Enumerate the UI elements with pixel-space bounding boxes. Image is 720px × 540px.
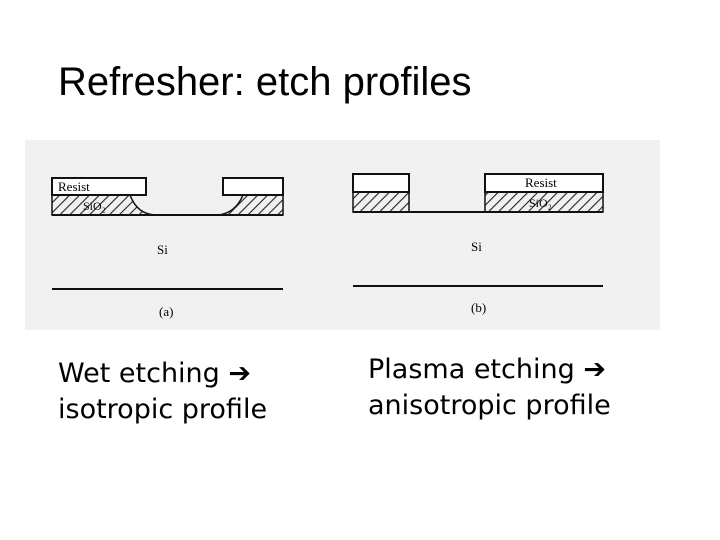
slide-title: Refresher: etch profiles bbox=[58, 60, 472, 104]
panel-b-oxide-label: SiO₂ bbox=[529, 196, 552, 210]
right-arrow-icon: ➔ bbox=[583, 354, 606, 385]
panel-a-substrate-label: Si bbox=[157, 242, 168, 257]
wet-etching-caption: Wet etching ➔ isotropic profile bbox=[58, 356, 267, 428]
panel-b-plasma-etch: Resist SiO₂ Si (b) bbox=[352, 173, 604, 315]
wet-etching-caption-line1: Wet etching ➔ bbox=[58, 356, 267, 392]
panel-b-resist-left bbox=[352, 173, 410, 193]
panel-a-oxide-label: SiO₂ bbox=[83, 199, 106, 213]
plasma-etching-caption-line1: Plasma etching ➔ bbox=[368, 352, 611, 388]
wet-etching-text: Wet etching bbox=[58, 358, 220, 389]
panel-b-substrate-label: Si bbox=[471, 239, 482, 254]
isotropic-profile-text: isotropic profile bbox=[58, 394, 268, 425]
panel-a-oxide-right bbox=[216, 194, 284, 216]
etch-profile-figure: Resist SiO₂ Si (a) Resist SiO₂ Si (b) bbox=[25, 140, 660, 330]
panel-b-tag: (b) bbox=[471, 300, 486, 315]
anisotropic-profile-text: anisotropic profile bbox=[368, 390, 611, 421]
panel-b-resist-label: Resist bbox=[525, 175, 557, 190]
panel-a-wet-etch: Resist SiO₂ Si (a) bbox=[51, 177, 284, 319]
panel-a-tag: (a) bbox=[159, 304, 173, 319]
plasma-etching-text: Plasma etching bbox=[368, 354, 575, 385]
panel-b-oxide-left bbox=[352, 191, 410, 213]
right-arrow-icon: ➔ bbox=[228, 358, 252, 389]
panel-a-resist-right bbox=[222, 177, 284, 196]
plasma-etching-caption: Plasma etching ➔ anisotropic profile bbox=[368, 352, 611, 424]
etch-profile-diagram: Resist SiO₂ Si (a) Resist SiO₂ Si (b) bbox=[51, 173, 604, 319]
panel-a-resist-label: Resist bbox=[58, 179, 90, 194]
